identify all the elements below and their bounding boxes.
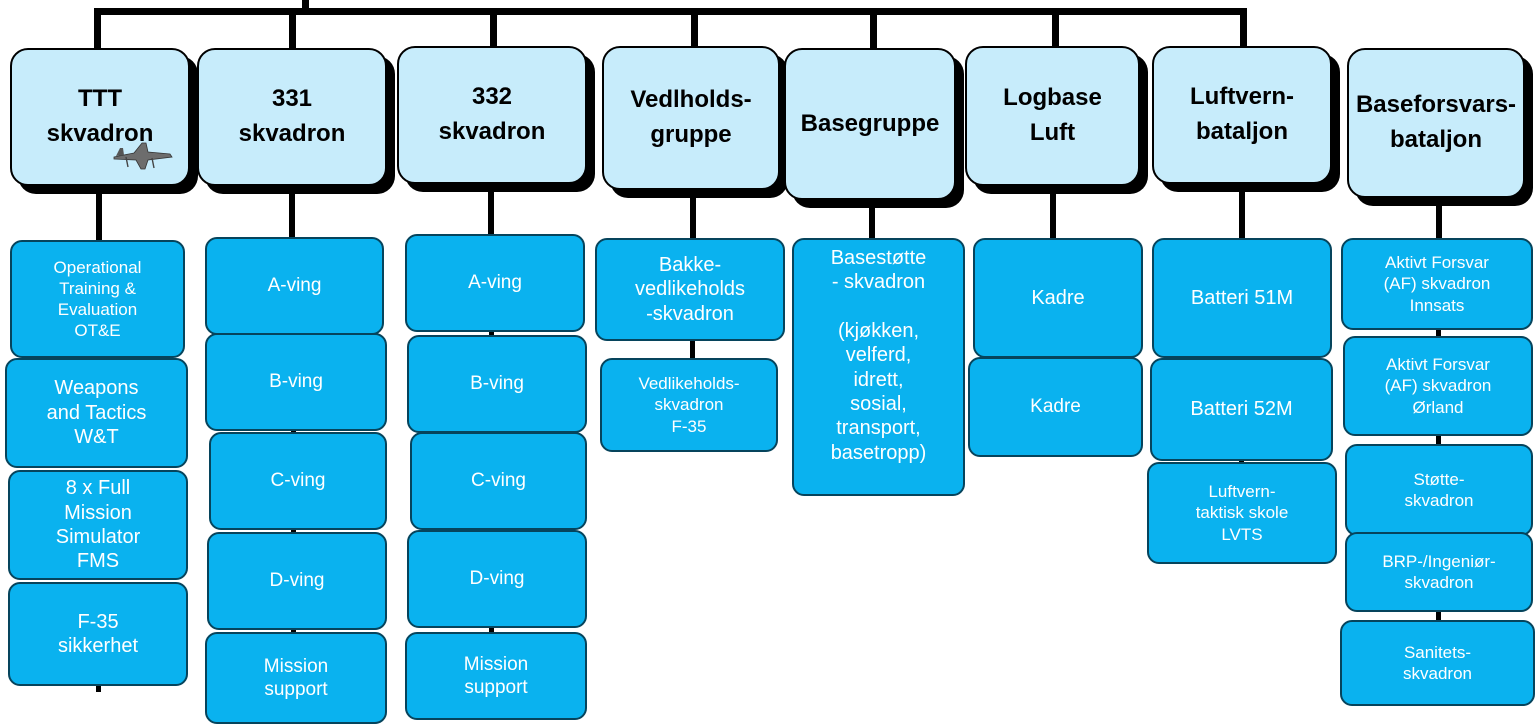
- unit-332-c-ving: C-ving: [410, 432, 587, 530]
- connector-basegruppe: [869, 208, 875, 242]
- unit-basestotte-skvadron: Basestøtte - skvadron (kjøkken, velferd,…: [792, 238, 965, 496]
- unit-batteri-52m: Batteri 52M: [1150, 358, 1333, 461]
- unit-331-b-ving: B-ving: [205, 333, 387, 431]
- header-vedlholds-gruppe: Vedlholds-gruppe: [602, 46, 780, 190]
- unit-331-d-ving: D-ving: [207, 532, 387, 630]
- connector-vedlholds-stack: [690, 340, 695, 360]
- drop-line-vedlholds: [691, 8, 698, 54]
- top-root-line: [302, 0, 309, 12]
- drop-line-ttt: [94, 8, 101, 54]
- unit-332-d-ving: D-ving: [407, 530, 587, 628]
- unit-brp-ingenior-skvadron: BRP-/Ingeniør-skvadron: [1345, 532, 1533, 612]
- header-luftvern-bataljon: Luftvern-bataljon: [1152, 46, 1332, 184]
- unit-bakke-vedlikeholds-skvadron: Bakke-vedlikeholds-skvadron: [595, 238, 785, 341]
- connector-332: [488, 192, 494, 242]
- drop-line-332: [490, 8, 497, 54]
- drop-line-331: [289, 8, 296, 54]
- unit-332-b-ving: B-ving: [407, 335, 587, 433]
- unit-stotte-skvadron: Støtte-skvadron: [1345, 444, 1533, 536]
- f35-jet-icon: [113, 142, 173, 170]
- unit-sanitets-skvadron: Sanitets-skvadron: [1340, 620, 1535, 706]
- connector-ttt: [96, 194, 102, 246]
- unit-logbase-kadre-1: Kadre: [973, 238, 1143, 358]
- connector-vedlholds: [690, 198, 696, 240]
- unit-batteri-51m: Batteri 51M: [1152, 238, 1332, 358]
- connector-331: [289, 194, 295, 240]
- drop-line-logbase: [1052, 8, 1059, 54]
- connector-luftvern: [1239, 192, 1245, 240]
- drop-line-basegruppe: [870, 8, 877, 54]
- header-basegruppe: Basegruppe: [784, 48, 956, 200]
- unit-332-a-ving: A-ving: [405, 234, 585, 332]
- connector-baseforsvars: [1436, 206, 1442, 240]
- unit-331-a-ving: A-ving: [205, 237, 384, 335]
- header-baseforsvars-bataljon: Baseforsvars-bataljon: [1347, 48, 1525, 198]
- unit-logbase-kadre-2: Kadre: [968, 357, 1143, 457]
- connector-ttt-tail: [96, 682, 101, 692]
- top-bus-line: [95, 8, 1247, 15]
- drop-line-luftvern: [1240, 8, 1247, 54]
- connector-logbase: [1050, 194, 1056, 240]
- unit-331-c-ving: C-ving: [209, 432, 387, 530]
